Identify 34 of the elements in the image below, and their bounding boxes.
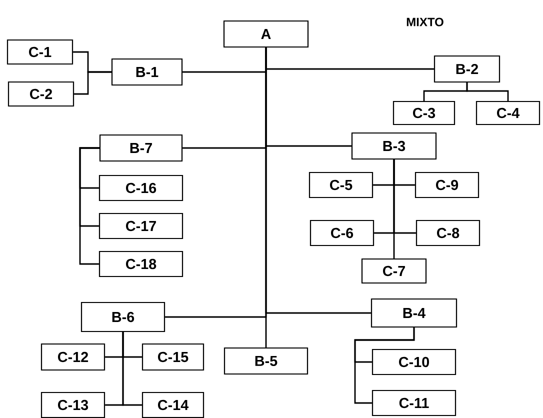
box: C-5 <box>308 172 374 198</box>
box: C-2 <box>8 81 74 107</box>
box: B-2 <box>434 55 500 83</box>
box: B-3 <box>351 132 437 160</box>
connector-line <box>74 71 112 95</box>
box: A <box>223 20 309 48</box>
heading: MIXTO <box>406 18 444 26</box>
box: C-9 <box>414 172 480 198</box>
box: B-4 <box>370 298 458 328</box>
box: C-4 <box>476 100 540 126</box>
connector-line <box>393 160 395 258</box>
connector-line <box>354 328 415 404</box>
box: B-6 <box>80 302 166 332</box>
box: C-6 <box>310 220 374 246</box>
connector-line <box>466 82 509 101</box>
connector-line <box>122 332 142 406</box>
box: C-17 <box>98 212 184 240</box>
connector-line <box>79 147 100 265</box>
box: C-8 <box>416 220 480 246</box>
box: C-10 <box>372 348 456 376</box>
box: C-16 <box>98 174 184 202</box>
box: C-11 <box>372 390 456 416</box>
box: B-7 <box>99 134 183 162</box>
box: C-3 <box>392 100 456 126</box>
box: C-15 <box>142 343 204 371</box>
box: B-1 <box>111 58 183 86</box>
box: C-12 <box>40 343 106 371</box>
box: C-14 <box>142 392 204 418</box>
box: B-5 <box>224 347 308 375</box>
box: C-1 <box>6 39 74 65</box>
box: C-13 <box>40 392 106 418</box>
box: C-7 <box>361 258 427 284</box>
connector-line <box>265 48 267 348</box>
box: C-18 <box>98 250 184 278</box>
